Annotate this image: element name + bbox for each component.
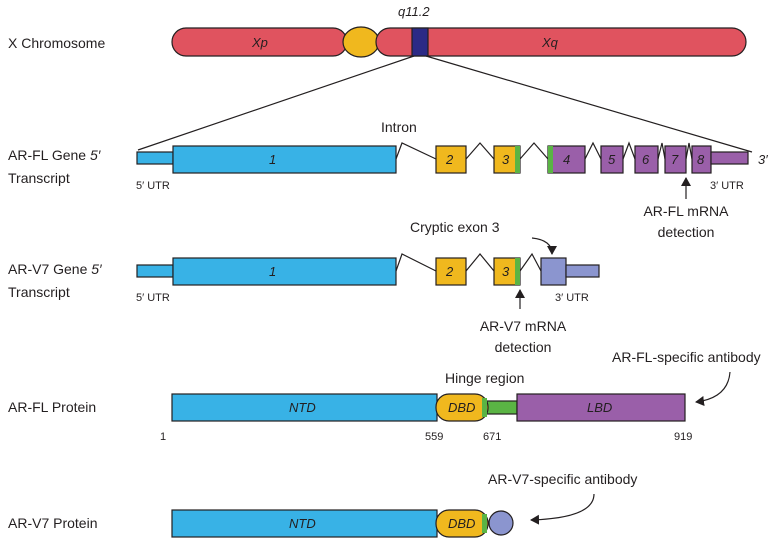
arfl-lbd-label: LBD — [587, 400, 612, 415]
arfl-intron-3-4 — [519, 142, 549, 160]
arfl-pos-1: 1 — [160, 431, 166, 443]
arfl-gene: Intron 1 2 3 4 5 6 7 8 3′ — [136, 119, 768, 240]
arfl-exon-2-label: 2 — [445, 152, 454, 167]
arv7-dbd-green-edge — [482, 514, 487, 533]
arfl-exon-7-label: 7 — [671, 152, 679, 167]
chromosome-xq-label: Xq — [541, 35, 559, 50]
arfl-exon-1 — [172, 145, 397, 174]
arv7-cryptic-exon — [540, 257, 567, 286]
arfl-exon-8-label: 8 — [697, 152, 705, 167]
arfl-intron-4-5 — [584, 141, 602, 160]
arfl-exon-3-label: 3 — [502, 152, 510, 167]
arfl-ntd-label: NTD — [289, 400, 316, 415]
chromosome-band-q11-2 — [411, 27, 429, 57]
arfl-exon-4-hinge-strip — [548, 146, 553, 173]
arv7-gene: Cryptic exon 3 1 2 3 5′ UTR 3′ UTR AR-V7… — [136, 219, 600, 355]
arv7-dbd-label: DBD — [448, 516, 475, 531]
arv7-cryptic-tail — [488, 510, 514, 536]
arv7-intron-1-2 — [395, 253, 437, 272]
arfl-intron-label: Intron — [381, 119, 417, 135]
chromosome-band-label: q11.2 — [398, 4, 430, 19]
arv7-exon-2 — [435, 257, 467, 286]
arv7-utr3-label: 3′ UTR — [555, 292, 589, 304]
hinge-region-label: Hinge region — [445, 370, 524, 386]
arv7-intron-3-cryptic — [519, 252, 542, 272]
arv7-detection-label-1: AR-V7 mRNA — [480, 318, 567, 334]
zoom-line-left — [137, 55, 415, 151]
row-label-chromosome: X Chromosome — [8, 35, 105, 51]
row-label-arv7-protein: AR-V7 Protein — [8, 515, 97, 531]
arfl-pos-671: 671 — [483, 431, 501, 443]
x-chromosome: Xp Xq q11.2 — [171, 4, 747, 58]
chromosome-xq-arm — [375, 27, 747, 57]
arfl-utr3-label: 3′ UTR — [710, 180, 744, 192]
arfl-exon-5-label: 5 — [608, 152, 616, 167]
arfl-intron-7-8 — [685, 142, 693, 160]
arfl-antibody-label: AR-FL-specific antibody — [612, 349, 761, 365]
arfl-intron-5-6 — [622, 141, 636, 160]
row-label-arv7-gene: AR-V7 Gene 5′ — [8, 261, 103, 277]
arfl-intron-6-7 — [657, 142, 666, 160]
zoom-line-right — [425, 55, 753, 153]
arfl-pos-919: 919 — [674, 431, 692, 443]
cryptic-exon-label: Cryptic exon 3 — [410, 219, 500, 235]
arv7-utr5-label: 5′ UTR — [136, 292, 170, 304]
arv7-protein: AR-V7-specific antibody NTD DBD — [171, 471, 637, 538]
chromosome-centromere — [342, 26, 380, 58]
arfl-exon-5 — [600, 145, 624, 174]
arfl-exon-4-label: 4 — [563, 152, 570, 167]
cryptic-exon-arrow — [531, 237, 557, 255]
arv7-ntd-label: NTD — [289, 516, 316, 531]
arfl-detection-label-1: AR-FL mRNA — [643, 203, 729, 219]
arv7-antibody-arrow — [530, 493, 595, 525]
arfl-dbd-label: DBD — [448, 400, 475, 415]
arfl-intron-2-3 — [465, 142, 495, 160]
arv7-dbd — [435, 509, 489, 538]
arv7-utr3-box — [565, 264, 600, 278]
arfl-antibody-arrow — [695, 371, 731, 406]
arv7-utr5-box — [136, 264, 174, 278]
row-label-arfl-protein: AR-FL Protein — [8, 399, 96, 415]
arfl-3prime-end: 3′ — [758, 152, 768, 167]
arv7-intron-2-3 — [465, 253, 495, 272]
arfl-lbd — [516, 393, 686, 422]
arv7-exon-2-label: 2 — [445, 264, 454, 279]
arfl-ntd — [171, 393, 438, 422]
arfl-exon-1-label: 1 — [269, 152, 276, 167]
arfl-intron-1-2 — [395, 142, 437, 160]
arfl-exon-4 — [547, 145, 586, 174]
chromosome-xp-label: Xp — [251, 35, 268, 50]
arv7-detection-label-2: detection — [495, 339, 552, 355]
arv7-exon-1 — [172, 257, 397, 286]
arv7-antibody-label: AR-V7-specific antibody — [488, 471, 637, 487]
arfl-detection-label-2: detection — [658, 224, 715, 240]
row-label-arv7-transcript: Transcript — [8, 284, 70, 300]
arfl-utr3-box — [710, 151, 749, 165]
arfl-exon-7 — [664, 145, 687, 174]
arfl-utr5-box — [136, 151, 174, 165]
arfl-exon-6 — [634, 145, 659, 174]
row-label-arfl-transcript: Transcript — [8, 170, 70, 186]
arv7-exon-3-label: 3 — [502, 264, 510, 279]
arfl-exon-6-label: 6 — [642, 152, 650, 167]
arfl-hinge — [483, 400, 518, 415]
arfl-pos-559: 559 — [425, 431, 443, 443]
arv7-ntd — [171, 509, 438, 538]
arfl-protein: AR-FL-specific antibody Hinge region NTD… — [160, 349, 761, 443]
arfl-exon-3-hinge-strip — [515, 146, 520, 173]
arfl-exon-2 — [435, 145, 467, 174]
arfl-dbd — [435, 393, 489, 422]
arv7-exon-1-label: 1 — [269, 264, 276, 279]
arfl-dbd-green-edge — [482, 398, 487, 417]
arv7-exon-3-hinge-strip — [515, 258, 520, 285]
row-label-arfl-gene: AR-FL Gene 5′ — [8, 147, 102, 163]
arfl-utr5-label: 5′ UTR — [136, 180, 170, 192]
